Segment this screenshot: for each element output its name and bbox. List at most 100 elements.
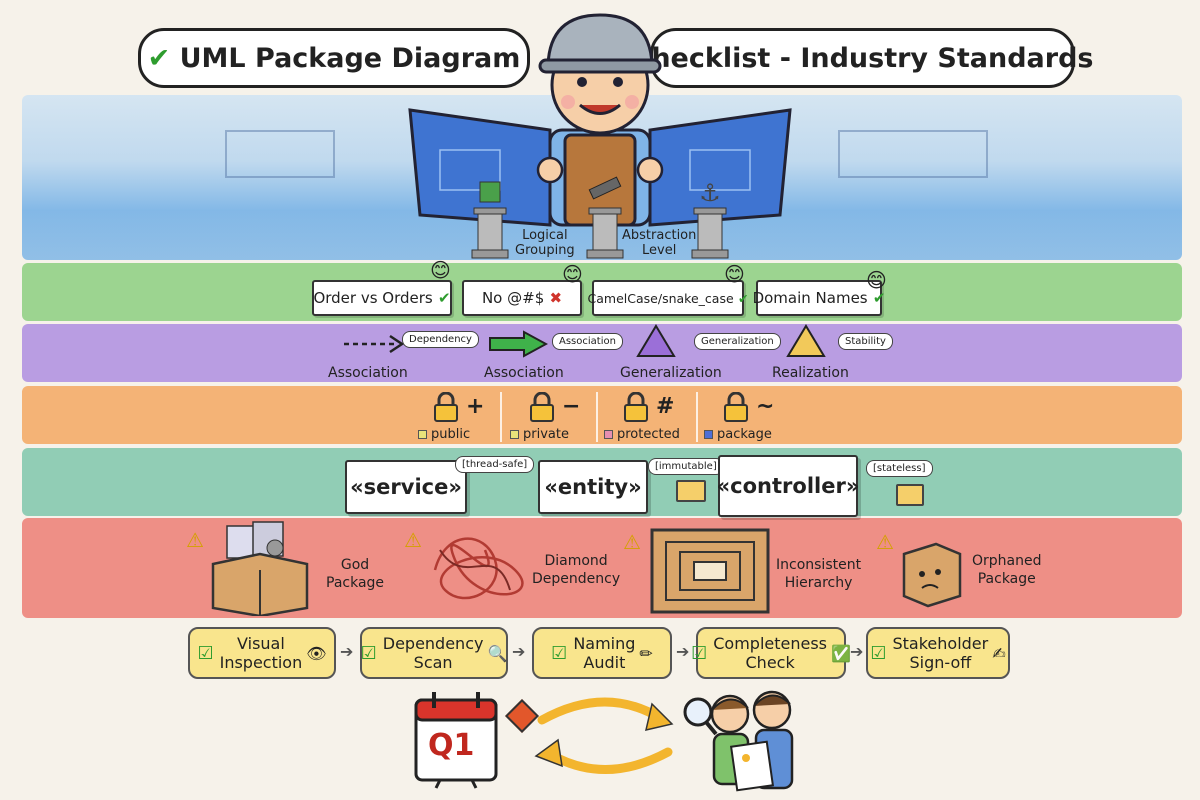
god-package-box-illustration: [211, 521, 309, 616]
checkbox-icon: ☑: [197, 642, 214, 664]
signature-icon: ✍: [992, 643, 1006, 663]
visibility-label-protected: protected: [604, 427, 680, 442]
visibility-divider: [696, 392, 698, 442]
generalization-triangle-icon: [636, 324, 676, 357]
checkbox-icon: ☑: [551, 642, 568, 664]
label-relationship-2: Association: [484, 365, 564, 381]
visibility-symbol-public: +: [466, 394, 485, 419]
visibility-label-package: package: [704, 427, 772, 442]
warning-icon: ⚠: [876, 530, 894, 554]
visibility-divider: [500, 392, 502, 442]
step-visual-inspection: ☑ Visual Inspection 👁: [188, 627, 336, 679]
naming-card-domain: Domain Names ✔: [753, 280, 885, 316]
visibility-symbol-package: ~: [756, 394, 775, 419]
step-label: Naming Audit: [573, 634, 636, 672]
step-arrow-icon: ➔: [676, 642, 690, 661]
step-dependency-scan: ☑ Dependency Scan 🔍: [360, 627, 508, 679]
visibility-label-public: public: [418, 427, 470, 442]
smiley-icon: 😊: [866, 268, 887, 292]
inconsistent-hierarchy-illustration: [650, 528, 770, 614]
lock-icon: [434, 392, 458, 422]
check-icon: ✔: [867, 289, 886, 307]
calendar-icon: [414, 692, 498, 789]
visibility-symbol-protected: #: [656, 394, 675, 419]
smiley-icon: 😊: [724, 262, 745, 286]
step-naming-audit: ☑ Naming Audit ✏: [532, 627, 672, 679]
cross-icon: ✖: [544, 289, 563, 307]
note-dependency: Dependency: [402, 331, 479, 348]
svg-text:⚓: ⚓: [699, 179, 721, 207]
note-thread-safe: [thread-safe]: [455, 456, 535, 473]
blueprint-box-right: [838, 130, 988, 178]
label-logical-grouping: Logical Grouping: [515, 228, 575, 258]
naming-label: Order vs Orders: [313, 289, 433, 307]
anti-label-inconsistent-hierarchy: Inconsistent Hierarchy: [776, 557, 862, 591]
stereotype-controller: «controller»: [717, 455, 859, 517]
title-left: UML Package Diagram: [179, 42, 521, 74]
visibility-label-private: private: [510, 427, 569, 442]
label-abstraction-level: Abstraction Level: [622, 228, 697, 258]
title-left-bubble: ✔ UML Package Diagram: [138, 28, 530, 88]
band-visibility: [22, 386, 1182, 444]
naming-label: No @#$: [481, 289, 545, 307]
title-right-bubble: Checklist - Industry Standards: [632, 28, 1093, 88]
lock-icon: [724, 392, 748, 422]
naming-card-case: CamelCase/snake_case ✔: [588, 280, 748, 316]
label-relationship-4: Realization: [772, 365, 849, 381]
stereotype-service: «service»: [345, 460, 467, 514]
engineer-illustration: [408, 13, 792, 227]
folder-icon: [676, 480, 706, 502]
folder-icon: [896, 484, 924, 506]
check-icon: ✔: [147, 42, 180, 74]
note-association: Association: [552, 333, 623, 350]
label-relationship-1: Association: [328, 365, 408, 381]
pencil-icon: ✏: [639, 643, 653, 663]
step-label: Dependency Scan: [382, 634, 484, 672]
label-relationship-3: Generalization: [620, 365, 722, 381]
lock-icon: [624, 392, 648, 422]
eye-icon: 👁: [306, 643, 327, 663]
blueprint-box-left: [225, 130, 335, 178]
step-arrow-icon: ➔: [850, 642, 864, 661]
note-stateless: [stateless]: [866, 460, 933, 477]
visibility-symbol-private: −: [562, 394, 581, 419]
anti-label-god-package: God Package: [326, 557, 385, 591]
realization-triangle-icon: [786, 324, 826, 357]
orphaned-package-illustration: [902, 542, 962, 608]
step-completeness-check: ☑ Completeness Check ✅: [691, 627, 851, 679]
reviewers-illustration: [683, 690, 794, 792]
checkbox-icon: ☑: [360, 642, 377, 664]
step-label: Completeness Check: [713, 634, 827, 672]
pedestal-telescope: [586, 176, 624, 259]
note-stability: Stability: [838, 333, 893, 350]
warning-icon: ⚠: [623, 530, 641, 554]
review-cycle-arrows: [534, 697, 674, 774]
note-immutable: [immutable]: [648, 458, 724, 475]
title-right: Checklist - Industry Standards: [631, 42, 1094, 74]
pedestal-anchor: ⚓: [691, 179, 729, 259]
dependency-arrow-icon: [344, 334, 405, 354]
smiley-icon: 😊: [430, 258, 451, 282]
visibility-divider: [596, 392, 598, 442]
visibility-text: package: [717, 427, 772, 442]
pedestal-puzzle: [471, 181, 509, 259]
check-icon: ✔: [733, 290, 749, 306]
naming-card-special-chars: No @#$ ✖: [462, 280, 582, 316]
diamond-dependency-tangle-illustration: [433, 537, 524, 600]
naming-label: CamelCase/snake_case: [587, 290, 734, 306]
step-arrow-icon: ➔: [512, 642, 526, 661]
anti-label-orphaned-package: Orphaned Package: [972, 553, 1042, 587]
warning-icon: ⚠: [404, 528, 422, 552]
step-label: Visual Inspection: [219, 634, 303, 672]
step-stakeholder-signoff: ☑ Stakeholder Sign-off ✍: [866, 627, 1010, 679]
visibility-text: public: [431, 427, 471, 442]
check-icon: ✔: [432, 289, 451, 307]
smiley-icon: 😊: [562, 262, 583, 286]
checkbox-icon: ☑: [691, 642, 708, 664]
warning-icon: ⚠: [186, 528, 204, 552]
note-generalization: Generalization: [694, 333, 781, 350]
step-label: Stakeholder Sign-off: [892, 634, 989, 672]
stereotype-entity: «entity»: [538, 460, 648, 514]
magnifier-icon: 🔍: [487, 643, 508, 663]
calendar-quarter: Q1: [428, 728, 475, 763]
